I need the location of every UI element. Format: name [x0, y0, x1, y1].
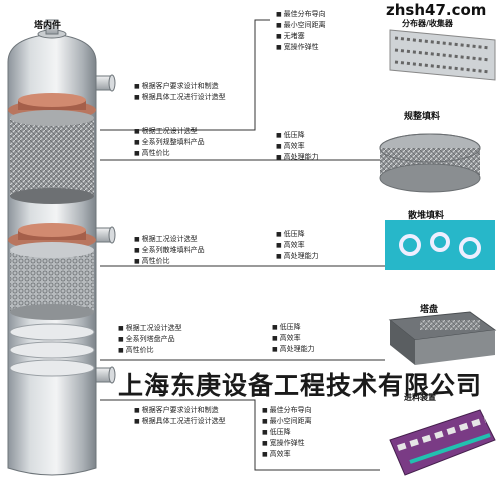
gas-distributor-feature-2: 最小空间距离: [262, 416, 312, 427]
tower-note-top-2: 根据具体工况进行设计造型: [134, 92, 226, 103]
tower-note-tray-1: 根据工况设计选型: [118, 323, 182, 334]
distributor-image: [389, 29, 496, 81]
distributor-feature-1: 最佳分布导向: [276, 9, 326, 20]
tower-note-bottom-2: 根据具体工况进行设计选型: [134, 416, 226, 427]
random-title: 散堆填料: [408, 211, 445, 221]
tower-note-random: 根据工况设计选型 全系列散堆填料产品 高性价比: [134, 234, 205, 267]
internal-structured-packing: [10, 110, 94, 204]
gas-distributor-title: 进料装置: [404, 393, 436, 402]
internal-trays: [9, 323, 95, 377]
random-packing-image: [385, 220, 495, 270]
tray-image: [388, 311, 497, 365]
tower-note-tray-2: 全系列塔盘产品: [118, 334, 182, 345]
random-feature-2: 高效率: [276, 240, 319, 251]
tray-features: 低压降 高效率 高处理能力: [272, 322, 315, 355]
tower-note-tray-3: 高性价比: [118, 345, 182, 356]
random-feature-3: 高处理能力: [276, 251, 319, 262]
tower-note-tray: 根据工况设计选型 全系列塔盘产品 高性价比: [118, 323, 182, 356]
tower-note-structured: 根据工况设计选型 全系列规整填料产品 高性价比: [134, 126, 205, 159]
structured-features: 低压降 高效率 高处理能力: [276, 130, 319, 163]
internal-random-packing: [10, 242, 94, 320]
structured-title: 规整填料: [404, 112, 441, 122]
tray-feature-2: 高效率: [272, 333, 315, 344]
distributor-feature-3: 无堵塞: [276, 31, 326, 42]
tower-note-structured-3: 高性价比: [134, 148, 205, 159]
distributor-feature-2: 最小空间距离: [276, 20, 326, 31]
tower-note-random-2: 全系列散堆填料产品: [134, 245, 205, 256]
gas-distributor-feature-1: 最佳分布导向: [262, 405, 312, 416]
site-logo: zhsh47.com: [386, 1, 487, 19]
tower-note-random-1: 根据工况设计选型: [134, 234, 205, 245]
tower-note-bottom-1: 根据客户要求设计和制造: [134, 405, 226, 416]
tower-note-top: 根据客户要求设计和制造 根据具体工况进行设计造型: [134, 81, 226, 103]
gas-distributor-features: 最佳分布导向 最小空间距离 低压降 宽操作弹性 高效率: [262, 405, 312, 460]
tray-feature-3: 高处理能力: [272, 344, 315, 355]
structured-feature-2: 高效率: [276, 141, 319, 152]
structured-packing-image: [379, 133, 481, 193]
tower-internals-label: 塔内件: [34, 21, 62, 31]
tower-note-random-3: 高性价比: [134, 256, 205, 267]
tower-note-structured-1: 根据工况设计选型: [134, 126, 205, 137]
gas-distributor-feature-5: 高效率: [262, 449, 312, 460]
gas-distributor-feature-3: 低压降: [262, 427, 312, 438]
structured-feature-3: 高处理能力: [276, 152, 319, 163]
tower-note-structured-2: 全系列规整填料产品: [134, 137, 205, 148]
random-feature-1: 低压降: [276, 229, 319, 240]
random-features: 低压降 高效率 高处理能力: [276, 229, 319, 262]
distributor-feature-4: 宽操作弹性: [276, 42, 326, 53]
tray-feature-1: 低压降: [272, 322, 315, 333]
gas-distributor-image: [389, 409, 496, 476]
gas-distributor-feature-4: 宽操作弹性: [262, 438, 312, 449]
side-nozzles: [95, 74, 116, 384]
distributor-features: 最佳分布导向 最小空间距离 无堵塞 宽操作弹性: [276, 9, 326, 53]
structured-feature-1: 低压降: [276, 130, 319, 141]
company-watermark: 上海东庚设备工程技术有限公司: [118, 371, 483, 400]
distributor-title: 分布器/收集器: [402, 19, 453, 28]
tower-note-top-1: 根据客户要求设计和制造: [134, 81, 226, 92]
tower-note-bottom: 根据客户要求设计和制造 根据具体工况进行设计选型: [134, 405, 226, 427]
tray-title: 塔盘: [420, 305, 439, 315]
